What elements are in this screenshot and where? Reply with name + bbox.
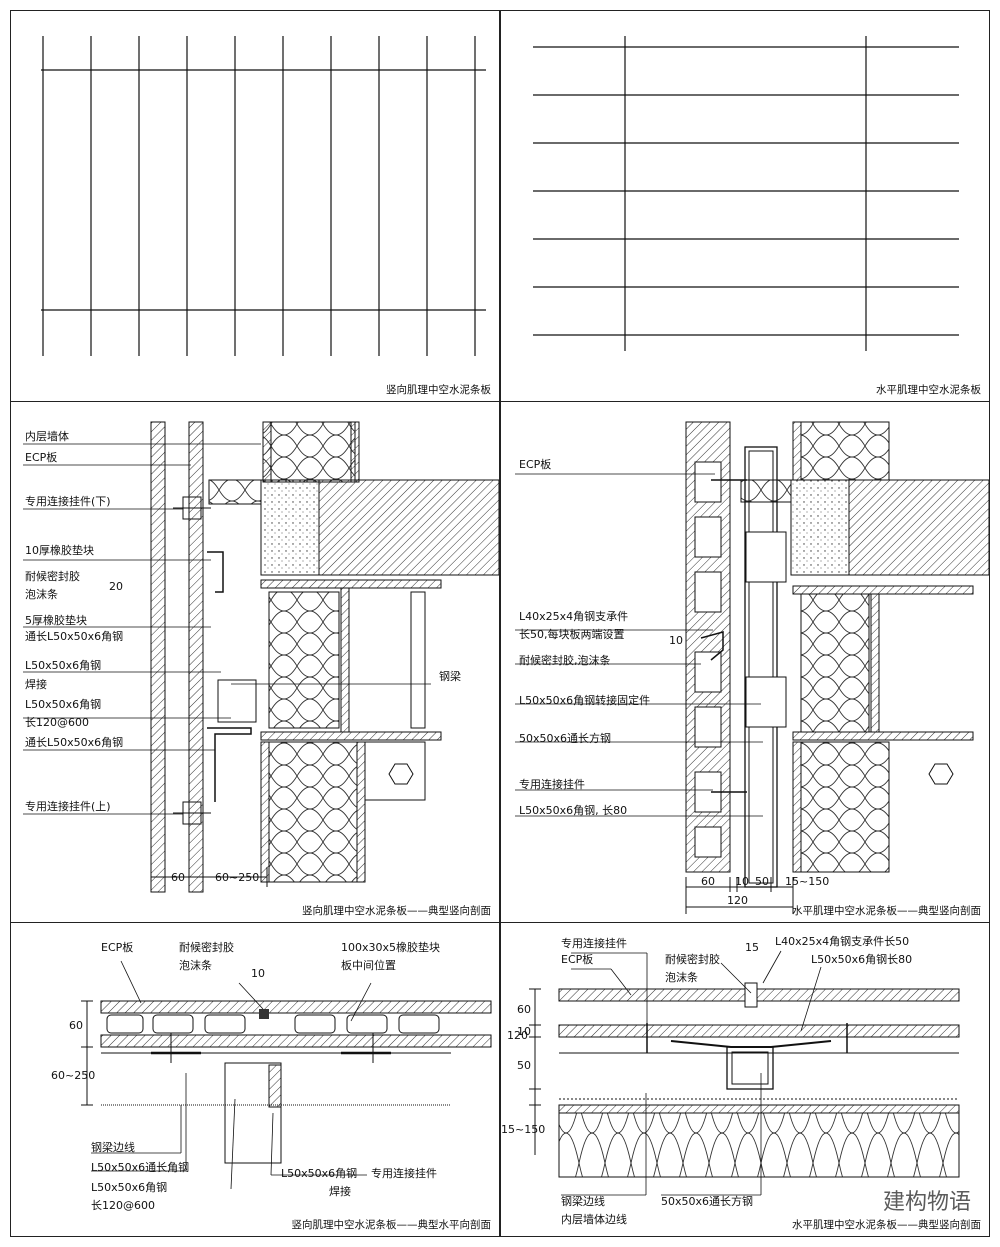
- label-beam-edge: 钢梁边线: [91, 1141, 135, 1154]
- label-sealant: 耐候密封胶: [179, 941, 234, 954]
- label-ecp-panel: ECP板: [519, 458, 552, 471]
- label-square-tube: 50x50x6通长方钢: [519, 732, 612, 745]
- panel-caption: 竖向肌理中空水泥条板——典型竖向剖面: [302, 905, 491, 917]
- panel-vertical-horizontal-section: ECP板 耐候密封胶 泡沫条 100x30x5橡胶垫块 板中间位置 钢梁边线 L…: [10, 922, 500, 1237]
- label-angle-steel: L50x50x6角钢: [25, 659, 102, 672]
- panel-caption: 水平肌理中空水泥条板——典型竖向剖面: [792, 1219, 981, 1231]
- panel-vertical-elevation: 竖向肌理中空水泥条板: [10, 10, 500, 402]
- label-beam-edge: 钢梁边线: [561, 1195, 605, 1208]
- label-steel-beam: 钢梁: [439, 670, 461, 683]
- label-ecp-panel: ECP板: [101, 941, 134, 954]
- panel-horizontal-vertical-section: ECP板 L40x25x4角钢支承件 长50,每块板两端设置 耐候密封胶,泡沫条…: [500, 401, 990, 923]
- label-continuous-angle: 通长L50x50x6角钢: [25, 630, 124, 643]
- label-rubber-block-5: 5厚橡胶垫块: [25, 614, 87, 627]
- vertical-horizontal-section-drawing: [81, 960, 492, 1190]
- dim-60: 60: [171, 871, 185, 884]
- label-angle-support: L40x25x4角钢支承件长50: [775, 935, 910, 948]
- label-connector-lower: 专用连接挂件(下): [25, 495, 111, 508]
- panel-vertical-section: 内层墙体 ECP板 专用连接挂件(下) 10厚橡胶垫块 耐候密封胶 泡沫条 5厚…: [10, 401, 500, 923]
- panel-horizontal-section-2: 专用连接挂件 ECP板 耐候密封胶 泡沫条 15 L40x25x4角钢支承件长5…: [500, 922, 990, 1237]
- label-sealant: 耐候密封胶: [25, 570, 80, 583]
- dim-10: 10: [251, 967, 265, 980]
- dim-120: 120: [727, 894, 748, 907]
- label-weld: 焊接: [329, 1185, 351, 1198]
- label-continuous-angle: L50x50x6通长角钢: [91, 1161, 190, 1174]
- dim-15-150: 15~150: [501, 1123, 546, 1136]
- dim-10: 10: [517, 1025, 531, 1038]
- vertical-section-drawing: [23, 421, 499, 893]
- label-sealant-foam: 耐候密封胶,泡沫条: [519, 654, 611, 667]
- horizontal-section-2-drawing: [529, 950, 960, 1196]
- dim-60-250: 60~250: [215, 871, 260, 884]
- dim-15-150: 15~150: [785, 875, 830, 888]
- label-panel-middle: 板中间位置: [341, 959, 396, 972]
- label-rubber-block-10: 10厚橡胶垫块: [25, 544, 94, 557]
- label-ecp-panel: ECP板: [25, 451, 58, 464]
- label-sealant: 耐候密封胶: [665, 953, 720, 966]
- label-square-tube: 50x50x6通长方钢: [661, 1195, 754, 1208]
- dim-10: 10: [735, 875, 749, 888]
- label-length-spacing: 长120@600: [91, 1199, 155, 1212]
- label-connector: 专用连接挂件: [371, 1167, 437, 1180]
- label-connector: 专用连接挂件: [519, 778, 585, 791]
- label-length-spacing: 长120@600: [25, 716, 89, 729]
- vertical-grid-drawing: [41, 36, 486, 356]
- panel-horizontal-elevation: 水平肌理中空水泥条板: [500, 10, 990, 402]
- dim-60: 60: [517, 1003, 531, 1016]
- label-angle-80: L50x50x6角钢, 长80: [519, 804, 628, 817]
- dim-60: 60: [69, 1019, 83, 1032]
- label-angle-support-note: 长50,每块板两端设置: [519, 628, 625, 641]
- label-continuous-angle-2: 通长L50x50x6角钢: [25, 736, 124, 749]
- dim-60-250: 60~250: [51, 1069, 96, 1082]
- label-connector-upper: 专用连接挂件(上): [25, 800, 111, 813]
- label-foam-strip: 泡沫条: [665, 971, 698, 984]
- label-angle-80: L50x50x6角钢长80: [811, 953, 913, 966]
- dim-15: 15: [745, 941, 759, 954]
- label-transfer-angle: L50x50x6角钢转接固定件: [519, 694, 651, 707]
- horizontal-grid-drawing: [533, 36, 959, 351]
- dim-20: 20: [109, 580, 123, 593]
- panel-caption: 水平肌理中空水泥条板——典型竖向剖面: [792, 905, 981, 917]
- label-inner-wall-edge: 内层墙体边线: [561, 1213, 627, 1226]
- dim-120: 120: [507, 1029, 528, 1042]
- panel-caption: 水平肌理中空水泥条板: [876, 384, 981, 396]
- label-ecp-panel: ECP板: [561, 953, 594, 966]
- panel-caption: 竖向肌理中空水泥条板——典型水平向剖面: [291, 1219, 492, 1231]
- label-angle-steel-2: L50x50x6角钢: [281, 1167, 358, 1180]
- label-angle-steel: L50x50x6角钢: [91, 1181, 168, 1194]
- horizontal-vertical-section-drawing: [515, 421, 989, 914]
- label-foam-strip: 泡沫条: [25, 588, 58, 601]
- panel-caption: 竖向肌理中空水泥条板: [386, 384, 491, 396]
- dim-60: 60: [701, 875, 715, 888]
- label-connector: 专用连接挂件: [561, 937, 627, 950]
- dim-50: 50: [755, 875, 769, 888]
- label-foam-strip: 泡沫条: [179, 959, 212, 972]
- label-rubber-pad: 100x30x5橡胶垫块: [341, 941, 441, 954]
- dim-50: 50: [517, 1059, 531, 1072]
- label-angle-steel-2: L50x50x6角钢: [25, 698, 102, 711]
- label-inner-wall: 内层墙体: [25, 430, 69, 443]
- watermark-text: 建构物语: [882, 1190, 971, 1215]
- label-weld: 焊接: [25, 678, 47, 691]
- label-angle-support: L40x25x4角钢支承件: [519, 610, 629, 623]
- dim-10-vertical: 10: [669, 634, 683, 647]
